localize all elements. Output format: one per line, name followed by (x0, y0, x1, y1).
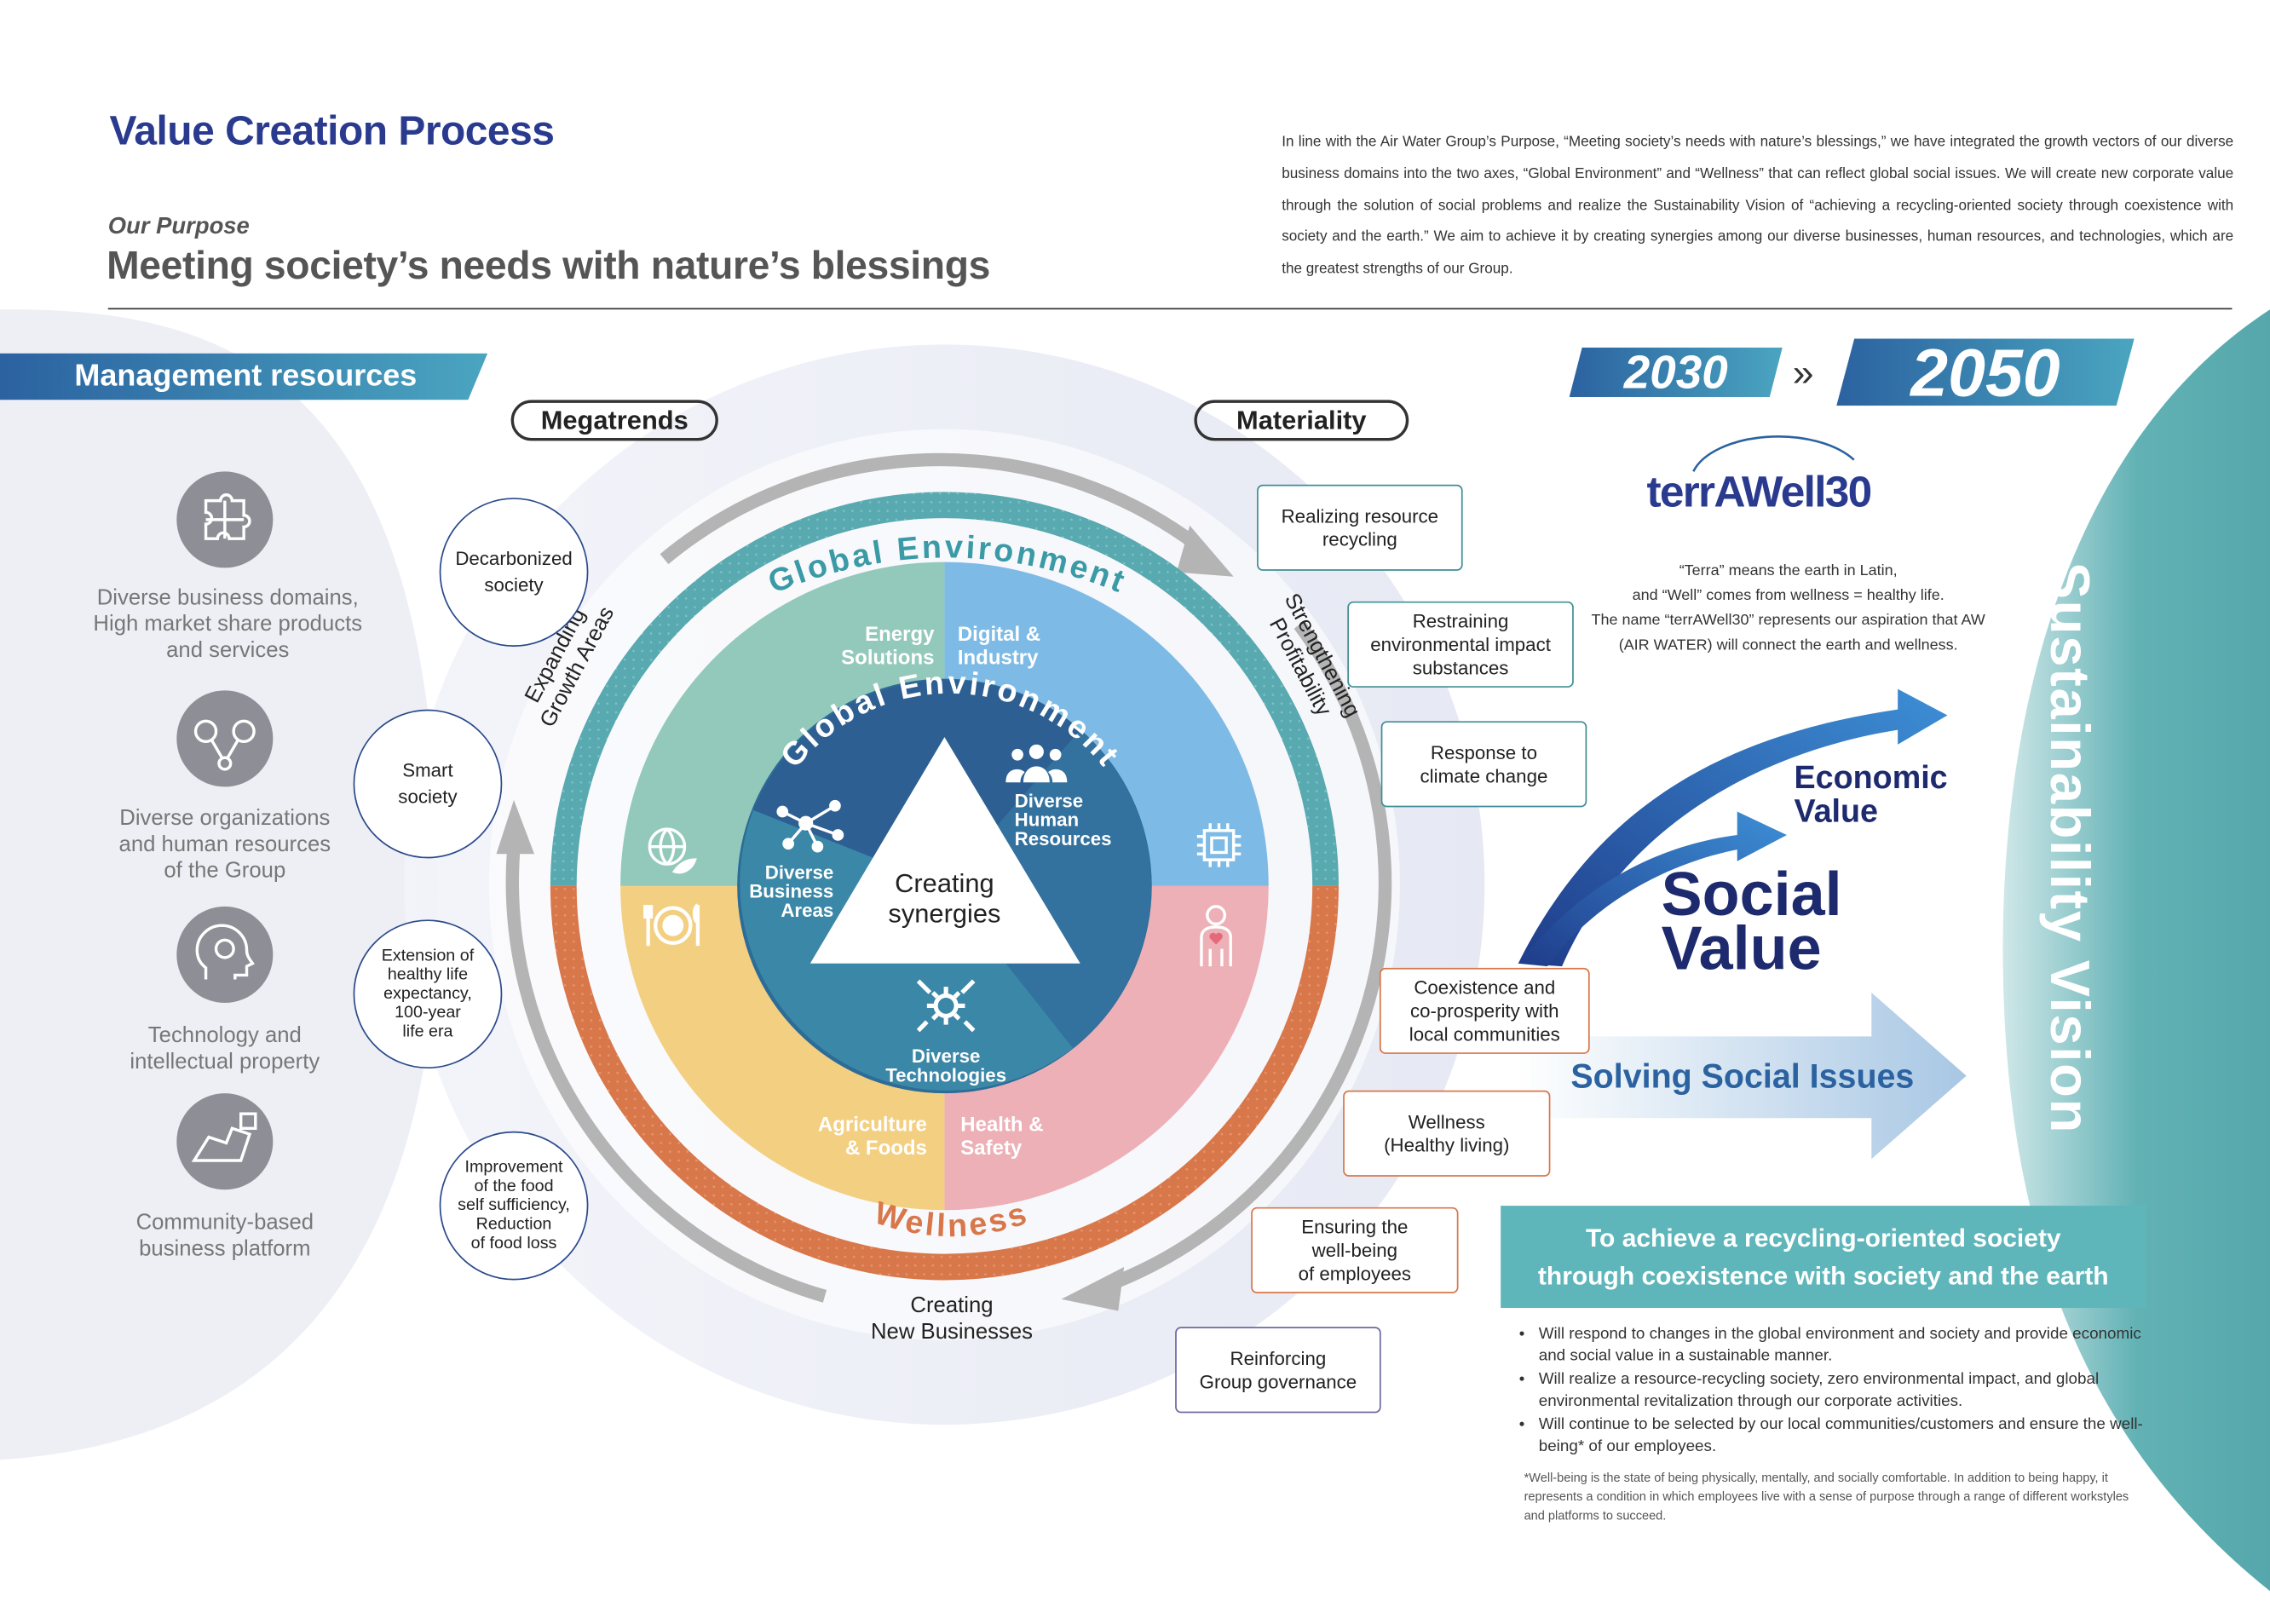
center-triangle (809, 737, 1080, 964)
organization-network-icon (176, 690, 274, 787)
brand-note: “Terra” means the earth in Latin, and “W… (1591, 561, 1985, 654)
purpose-label: Our Purpose (107, 214, 250, 239)
megatrends-heading: Megatrends (510, 400, 718, 441)
social-value-label: Social Value (1661, 860, 1842, 982)
arc-label-creating: Creating New Businesses (871, 1293, 1033, 1345)
axis-label-global-environment: Global Environment (763, 528, 1130, 600)
list-item: Will continue to be selected by our loca… (1539, 1414, 2167, 1458)
left-resource-panel (0, 309, 438, 1460)
arrow-right (1107, 620, 1392, 1291)
materiality-governance: Reinforcing Group governance (1175, 1327, 1381, 1414)
materiality-climate: Response to climate change (1380, 721, 1587, 808)
megatrend-food: Improvement of the food self sufficiency… (439, 1131, 589, 1281)
community-map-icon (176, 1093, 274, 1190)
svg-text:Wellness: Wellness (871, 1200, 1034, 1243)
goal-banner: To achieve a recycling-oriented society … (1501, 1206, 2146, 1309)
megatrend-decarbonized: Decarbonized society (439, 498, 589, 647)
materiality-wellness: Wellness (Healthy living) (1343, 1090, 1551, 1177)
materiality-environmental-impact: Restraining environmental impact substan… (1347, 601, 1574, 688)
arrow-left (505, 846, 827, 1303)
materiality-heading: Materiality (1194, 400, 1409, 441)
materiality-coexistence: Coexistence and co-prosperity with local… (1379, 967, 1590, 1054)
quadrant-label-digital: Digital & Industry (957, 621, 1041, 669)
resource-label-organizations: Diverse organizations and human resource… (118, 805, 331, 884)
purpose-statement: Meeting society’s needs with nature’s bl… (107, 244, 991, 288)
gears-icon (913, 975, 980, 1044)
technology-head-icon (176, 906, 274, 1003)
axis-label-wellness: Wellness (871, 1195, 1030, 1244)
materiality-resource-recycling: Realizing resource recycling (1257, 484, 1463, 571)
list-item: Will respond to changes in the global en… (1539, 1324, 2167, 1368)
social-value-arrow (1518, 811, 1787, 967)
svg-text:Global Environment: Global Environment (763, 528, 1132, 600)
solving-social-issues-label: Solving Social Issues (1570, 1057, 1915, 1095)
synergy-label-human: Diverse Human Resources (1014, 789, 1112, 850)
year-2030: 2030 (1569, 347, 1783, 397)
synergy-label-business: Diverse Business Areas (749, 861, 834, 922)
arrow-top (660, 452, 1198, 565)
person-heart-icon (1190, 902, 1242, 980)
intro-paragraph: In line with the Air Water Group’s Purpo… (1282, 134, 2234, 278)
puzzle-icon (176, 471, 274, 568)
chip-icon (1191, 817, 1247, 880)
sustainability-vision-label: Sustainability Vision (2037, 561, 2100, 1135)
center-label: Creating synergies (888, 868, 1001, 929)
quadrant-label-energy: Energy Solutions (841, 621, 935, 669)
megatrend-smart: Smart society (353, 709, 503, 859)
header-divider (107, 308, 2233, 310)
globe-leaf-icon (642, 822, 698, 885)
plate-cutlery-icon (642, 896, 704, 959)
brand-arc-icon (1692, 435, 1855, 472)
double-chevron-icon: » (1792, 350, 1814, 394)
vision-bullets: Will respond to changes in the global en… (1518, 1324, 2167, 1460)
economic-value-label: Economic Value (1794, 758, 1948, 830)
synergy-label-technologies: Diverse Technologies (885, 1045, 1007, 1086)
people-group-icon (1003, 741, 1070, 792)
quadrant-label-agriculture: Agriculture & Foods (817, 1112, 927, 1160)
resource-label-business: Diverse business domains, High market sh… (93, 585, 363, 663)
brand-logo: terrAWell30 (1646, 468, 1872, 517)
materiality-employee-wellbeing: Ensuring the well-being of employees (1251, 1206, 1459, 1293)
year-2050: 2050 (1836, 338, 2135, 406)
page-title: Value Creation Process (109, 107, 555, 153)
wellbeing-footnote: *Well-being is the state of being physic… (1524, 1470, 2129, 1523)
management-resources-banner: Management resources (0, 353, 488, 400)
molecule-icon (774, 797, 850, 862)
quadrant-label-health: Health & Safety (960, 1112, 1044, 1160)
resource-label-technology: Technology and intellectual property (130, 1022, 320, 1074)
megatrend-healthy-life: Extension of healthy life expectancy, 10… (353, 919, 503, 1069)
resource-label-community: Community-based business platform (135, 1210, 314, 1262)
solving-arrow (1518, 992, 1967, 1160)
list-item: Will realize a resource-recycling societ… (1539, 1369, 2167, 1413)
